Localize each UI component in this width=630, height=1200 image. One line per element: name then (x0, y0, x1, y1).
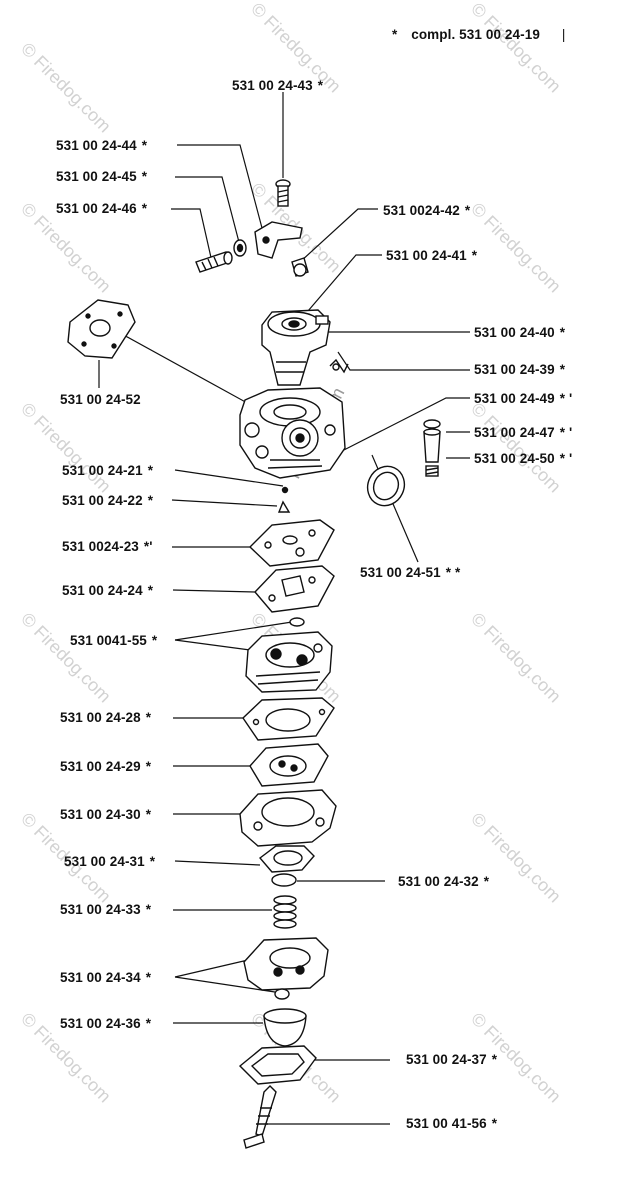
part-43-screw (275, 179, 291, 207)
part-label-55: 531 0041-55* (70, 633, 158, 648)
watermark: © Firedog.com (17, 399, 115, 497)
leader-line (99, 321, 261, 411)
part-label-36: 531 00 24-36* (60, 1016, 152, 1031)
part-label-52: 531 00 24-52 (60, 392, 141, 407)
part-21-pin (281, 486, 289, 494)
part-label-47: 531 00 24-47* ' (474, 425, 573, 440)
part-44-lever (254, 221, 303, 259)
part-label-46: 531 00 24-46* (56, 201, 148, 216)
part-56-screw (243, 1085, 277, 1149)
part-31-cap (258, 845, 315, 873)
part-label-28: 531 00 24-28* (60, 710, 152, 725)
part-label-23: 531 0024-23*' (62, 539, 153, 554)
part-label-33: 531 00 24-33* (60, 902, 152, 917)
leader-line (171, 208, 213, 263)
part-55-pump-body (245, 617, 333, 693)
header-marker: * (392, 27, 398, 42)
watermark: © Firedog.com (467, 399, 565, 497)
part-39-spring (329, 358, 349, 374)
part-label-41: 531 00 24-41* (386, 248, 478, 263)
part-23-gasket (248, 519, 335, 567)
part-label-31: 531 00 24-31* (64, 854, 156, 869)
leader-line (174, 959, 249, 978)
part-32-ring (271, 873, 297, 887)
parts-layer (67, 179, 441, 1149)
part-label-43: 531 00 24-43* (232, 78, 324, 93)
leader-line (172, 589, 256, 593)
part-label-49: 531 00 24-49* ' (474, 391, 573, 406)
part-label-21: 531 00 24-21* (62, 463, 154, 478)
part-28-gasket (242, 697, 335, 741)
part-51-seal (366, 465, 406, 507)
leader-line (174, 621, 293, 641)
leader-line (174, 860, 261, 866)
part-label-50: 531 00 24-50* ' (474, 451, 573, 466)
part-22-valve (277, 500, 291, 513)
part-46-screw (195, 251, 233, 273)
header-label: * compl. 531 00 24-19 | (392, 27, 565, 42)
watermark: © Firedog.com (467, 809, 565, 907)
part-label-34: 531 00 24-34* (60, 970, 152, 985)
part-50-spring (425, 465, 439, 477)
watermark: © Firedog.com (467, 199, 565, 297)
part-34-housing (243, 937, 329, 1000)
part-45-washer (233, 239, 247, 257)
leader-line (299, 208, 378, 263)
part-52-gasket (67, 299, 136, 359)
part-label-30: 531 00 24-30* (60, 807, 152, 822)
part-label-56: 531 00 41-56* (406, 1116, 498, 1131)
watermark: © Firedog.com (467, 0, 565, 96)
part-label-39: 531 00 24-39* (474, 362, 566, 377)
part-30-cover (239, 789, 337, 847)
part-42-needle (291, 257, 309, 277)
part-36-primer-bulb (263, 1008, 307, 1047)
leader-line (339, 397, 470, 453)
part-37-plate (238, 1045, 317, 1085)
watermark: © Firedog.com (17, 39, 115, 137)
part-label-37: 531 00 24-37* (406, 1052, 498, 1067)
part-label-32: 531 00 24-32* (398, 874, 490, 889)
part-label-45: 531 00 24-45* (56, 169, 148, 184)
part-33-spring (273, 895, 297, 929)
part-label-51: 531 00 24-51* * (360, 565, 461, 580)
leader-line (174, 976, 276, 993)
part-label-24: 531 00 24-24* (62, 583, 154, 598)
assembly-number: compl. 531 00 24-19 (411, 27, 540, 42)
leader-line (337, 351, 470, 371)
leader-line (177, 144, 263, 229)
part-label-44: 531 00 24-44* (56, 138, 148, 153)
watermark: © Firedog.com (17, 609, 115, 707)
watermark: © Firedog.com (467, 609, 565, 707)
leader-line (301, 254, 382, 319)
part-47-pin (423, 428, 441, 463)
part-label-42: 531 0024-42* (383, 203, 471, 218)
part-49-oring (423, 419, 441, 429)
part-label-40: 531 00 24-40* (474, 325, 566, 340)
part-label-22: 531 00 24-22* (62, 493, 154, 508)
part-label-29: 531 00 24-29* (60, 759, 152, 774)
leader-line (171, 499, 278, 507)
header-bar: | (561, 27, 566, 42)
part-40-body (261, 309, 331, 386)
leader-line (174, 639, 251, 651)
leader-line (174, 469, 284, 487)
leader-line (175, 176, 241, 247)
part-29-diaphragm (249, 743, 329, 787)
part-24-diaphragm (254, 565, 335, 613)
part-carburetor-housing (239, 387, 346, 479)
